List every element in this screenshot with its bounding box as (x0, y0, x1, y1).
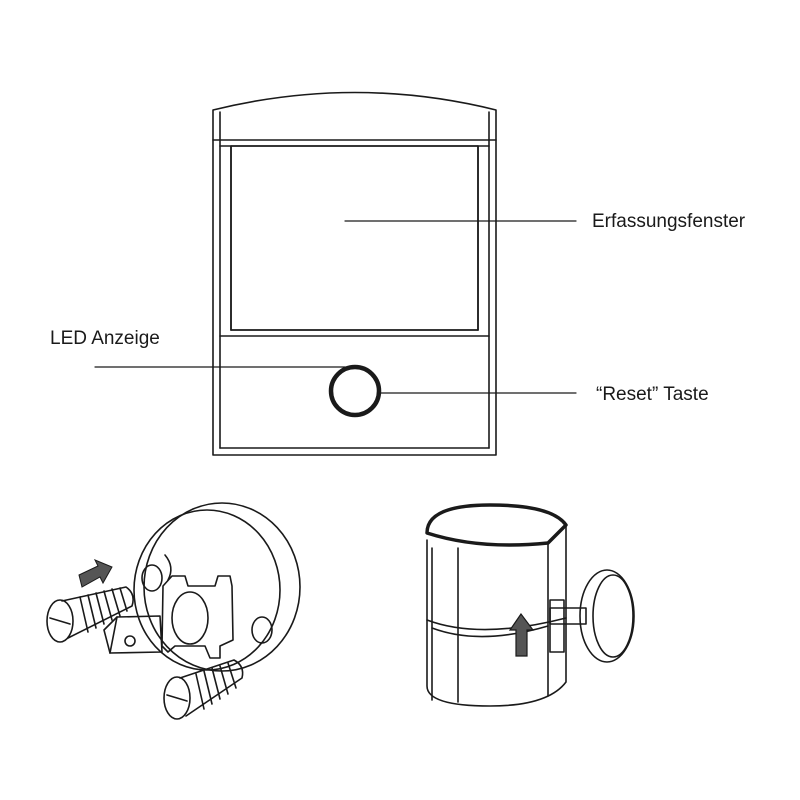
mounting-screw-lower (163, 659, 244, 720)
locking-knob (579, 569, 635, 663)
label-detection-window: Erfassungsfenster (592, 211, 746, 232)
label-led-indicator: LED Anzeige (50, 328, 160, 349)
label-reset-button: “Reset” Taste (596, 384, 709, 405)
clamp-plate (103, 615, 163, 654)
reset-button (328, 364, 382, 418)
sensor-housing (212, 91, 497, 456)
mounting-sleeve (425, 503, 587, 707)
mounting-screw-upper (46, 586, 134, 643)
detection-window (219, 145, 490, 337)
insertion-arrow-icon (78, 559, 113, 588)
rotate-up-arrow-icon (508, 612, 535, 657)
mounting-bracket (133, 502, 301, 672)
